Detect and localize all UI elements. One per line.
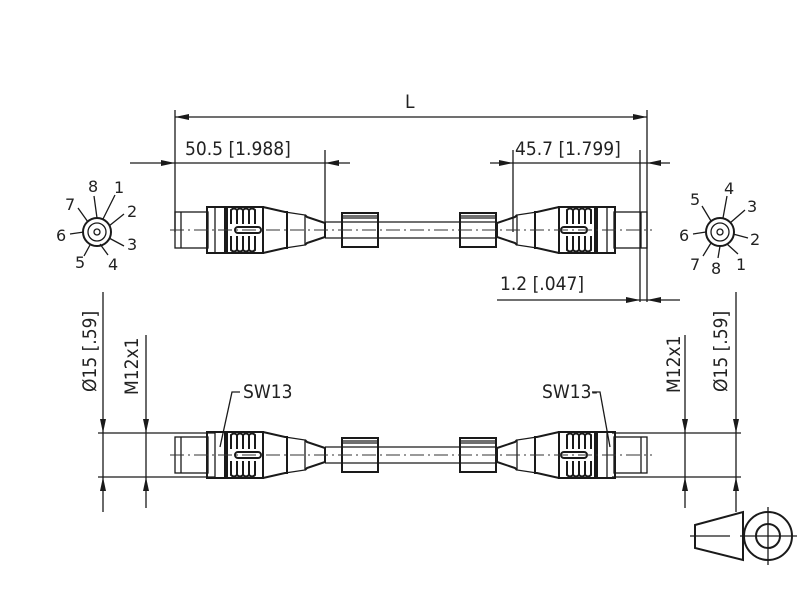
pin-label: 7 <box>65 195 75 214</box>
pin-label: 8 <box>88 177 98 196</box>
length-label: L <box>405 91 415 113</box>
pin-label: 2 <box>127 202 137 221</box>
pin-label: 6 <box>679 226 689 245</box>
wrench-size-left: SW13 <box>243 381 293 403</box>
pin-label: 4 <box>724 179 734 198</box>
left-length-dimension: 50.5 [1.988] <box>185 138 291 160</box>
thread-left: M12x1 <box>121 338 143 395</box>
projection-symbol-icon <box>690 507 797 565</box>
right-length-dimension: 45.7 [1.799] <box>515 138 621 160</box>
pin-label: 2 <box>750 230 760 249</box>
right-pin-diagram <box>692 195 749 259</box>
pin-label: 1 <box>114 178 124 197</box>
pin-label: 5 <box>690 190 700 209</box>
diameter-right: Ø15 [.59] <box>710 311 732 392</box>
pin-label: 1 <box>736 255 746 274</box>
pin-label: 7 <box>690 255 700 274</box>
diameter-left: Ø15 [.59] <box>79 311 101 392</box>
offset-dimension: 1.2 [.047] <box>500 273 584 295</box>
pin-label: 8 <box>711 259 721 278</box>
side-view <box>98 292 741 512</box>
wrench-size-right: SW13- <box>542 381 598 403</box>
top-view <box>130 110 680 303</box>
pin-label: 4 <box>108 255 118 274</box>
pin-label: 3 <box>747 197 757 216</box>
pin-label: 5 <box>75 253 85 272</box>
thread-right: M12x1 <box>663 336 685 393</box>
left-pin-diagram <box>69 194 125 257</box>
pin-label: 6 <box>56 226 66 245</box>
pin-label: 3 <box>127 235 137 254</box>
